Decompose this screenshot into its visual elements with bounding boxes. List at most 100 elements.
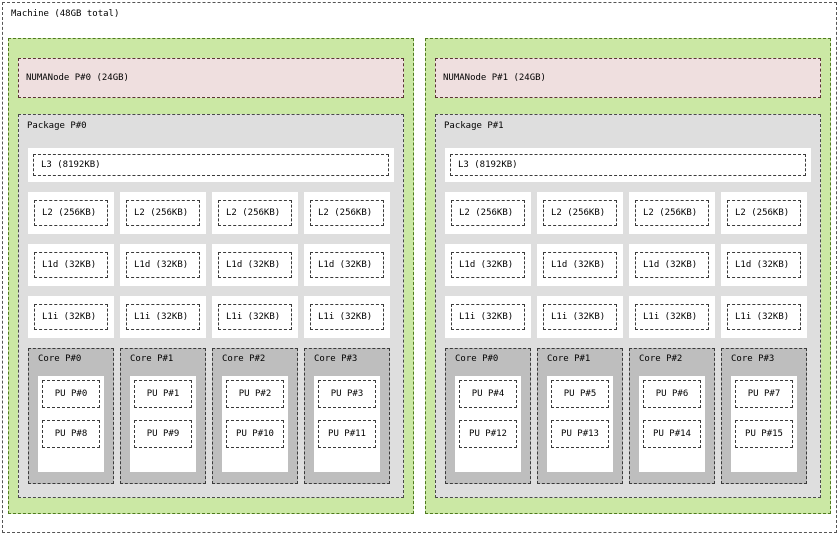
l1i-cache-plate-0-2[interactable] — [212, 296, 298, 338]
pu-plate-1-2[interactable] — [639, 376, 705, 472]
l1i-cache-label-0-0: L1i (32KB) — [42, 312, 97, 322]
l1i-cache-box-0-0[interactable]: L1i (32KB) — [34, 304, 108, 330]
l2-cache-box-0-2[interactable]: L2 (256KB) — [218, 200, 292, 226]
l2-cache-plate-1-1[interactable] — [537, 192, 623, 234]
l2-cache-box-0-1[interactable]: L2 (256KB) — [126, 200, 200, 226]
l1i-cache-box-0-2[interactable]: L1i (32KB) — [218, 304, 292, 330]
l2-cache-box-0-0[interactable]: L2 (256KB) — [34, 200, 108, 226]
l1d-cache-box-0-3[interactable]: L1d (32KB) — [310, 252, 384, 278]
pu-plate-0-2[interactable] — [222, 376, 288, 472]
l2-cache-plate-0-0[interactable] — [28, 192, 114, 234]
core-label-0-0: Core P#0 — [38, 354, 82, 364]
l3-cache-box-1[interactable]: L3 (8192KB) — [450, 154, 806, 176]
l1i-cache-box-1-1[interactable]: L1i (32KB) — [543, 304, 617, 330]
l1d-cache-plate-1-0[interactable] — [445, 244, 531, 286]
l2-cache-box-1-2[interactable]: L2 (256KB) — [635, 200, 709, 226]
l2-cache-label-1-0: L2 (256KB) — [459, 208, 514, 218]
l2-cache-box-1-1[interactable]: L2 (256KB) — [543, 200, 617, 226]
l1d-cache-plate-0-0[interactable] — [28, 244, 114, 286]
l1i-cache-box-1-0[interactable]: L1i (32KB) — [451, 304, 525, 330]
l2-cache-box-1-3[interactable]: L2 (256KB) — [727, 200, 801, 226]
l2-cache-label-0-2: L2 (256KB) — [226, 208, 281, 218]
l2-cache-plate-1-2[interactable] — [629, 192, 715, 234]
pu-box-0-1-0[interactable]: PU P#1 — [134, 380, 192, 408]
pu-box-1-1-0[interactable]: PU P#5 — [551, 380, 609, 408]
l2-cache-plate-0-1[interactable] — [120, 192, 206, 234]
numanode-label-0: NUMANode P#0 (24GB) — [26, 73, 129, 83]
l1i-cache-plate-0-3[interactable] — [304, 296, 390, 338]
l1d-cache-box-0-2[interactable]: L1d (32KB) — [218, 252, 292, 278]
l2-cache-label-1-3: L2 (256KB) — [735, 208, 790, 218]
l1d-cache-label-1-2: L1d (32KB) — [643, 260, 698, 270]
pu-box-0-2-1[interactable]: PU P#10 — [226, 420, 284, 448]
pu-box-1-3-1[interactable]: PU P#15 — [735, 420, 793, 448]
l1d-cache-plate-1-3[interactable] — [721, 244, 807, 286]
pu-box-0-0-0[interactable]: PU P#0 — [42, 380, 100, 408]
l1d-cache-plate-1-2[interactable] — [629, 244, 715, 286]
pu-label-0-0-0: PU P#0 — [54, 389, 88, 399]
pu-label-1-2-0: PU P#6 — [655, 389, 689, 399]
l1d-cache-box-1-3[interactable]: L1d (32KB) — [727, 252, 801, 278]
l1i-cache-plate-1-2[interactable] — [629, 296, 715, 338]
l1i-cache-plate-1-0[interactable] — [445, 296, 531, 338]
l1d-cache-box-1-2[interactable]: L1d (32KB) — [635, 252, 709, 278]
pu-plate-1-1[interactable] — [547, 376, 613, 472]
pu-box-1-2-1[interactable]: PU P#14 — [643, 420, 701, 448]
l1i-cache-plate-1-3[interactable] — [721, 296, 807, 338]
l1i-cache-plate-1-1[interactable] — [537, 296, 623, 338]
l1d-cache-plate-0-1[interactable] — [120, 244, 206, 286]
pu-label-1-3-0: PU P#7 — [747, 389, 781, 399]
l1d-cache-box-1-0[interactable]: L1d (32KB) — [451, 252, 525, 278]
pu-box-0-3-0[interactable]: PU P#3 — [318, 380, 376, 408]
l1i-cache-box-0-1[interactable]: L1i (32KB) — [126, 304, 200, 330]
l2-cache-plate-1-3[interactable] — [721, 192, 807, 234]
l1d-cache-label-0-0: L1d (32KB) — [42, 260, 97, 270]
l1i-cache-label-0-3: L1i (32KB) — [318, 312, 373, 322]
pu-plate-0-0[interactable] — [38, 376, 104, 472]
pu-box-1-3-0[interactable]: PU P#7 — [735, 380, 793, 408]
pu-box-1-0-0[interactable]: PU P#4 — [459, 380, 517, 408]
pu-box-1-0-1[interactable]: PU P#12 — [459, 420, 517, 448]
pu-box-1-1-1[interactable]: PU P#13 — [551, 420, 609, 448]
pu-plate-0-3[interactable] — [314, 376, 380, 472]
l1d-cache-box-0-0[interactable]: L1d (32KB) — [34, 252, 108, 278]
pu-plate-1-0[interactable] — [455, 376, 521, 472]
numanode-box-1[interactable]: NUMANode P#1 (24GB) — [435, 58, 821, 98]
l2-cache-label-1-1: L2 (256KB) — [551, 208, 606, 218]
l1d-cache-label-1-1: L1d (32KB) — [551, 260, 606, 270]
l2-cache-plate-0-2[interactable] — [212, 192, 298, 234]
pu-box-0-2-0[interactable]: PU P#2 — [226, 380, 284, 408]
l1i-cache-plate-0-0[interactable] — [28, 296, 114, 338]
l3-cache-plate-0[interactable] — [28, 148, 394, 182]
l2-cache-plate-1-0[interactable] — [445, 192, 531, 234]
pu-box-0-1-1[interactable]: PU P#9 — [134, 420, 192, 448]
l3-cache-label-0: L3 (8192KB) — [41, 160, 101, 170]
l1i-cache-plate-0-1[interactable] — [120, 296, 206, 338]
l1d-cache-plate-0-2[interactable] — [212, 244, 298, 286]
pu-box-0-0-1[interactable]: PU P#8 — [42, 420, 100, 448]
l2-cache-label-1-2: L2 (256KB) — [643, 208, 698, 218]
pu-box-0-3-1[interactable]: PU P#11 — [318, 420, 376, 448]
l1i-cache-box-1-2[interactable]: L1i (32KB) — [635, 304, 709, 330]
l1i-cache-box-0-3[interactable]: L1i (32KB) — [310, 304, 384, 330]
l2-cache-box-1-0[interactable]: L2 (256KB) — [451, 200, 525, 226]
pu-plate-0-1[interactable] — [130, 376, 196, 472]
pu-box-1-2-0[interactable]: PU P#6 — [643, 380, 701, 408]
l1i-cache-box-1-3[interactable]: L1i (32KB) — [727, 304, 801, 330]
l2-cache-plate-0-3[interactable] — [304, 192, 390, 234]
l1d-cache-box-1-1[interactable]: L1d (32KB) — [543, 252, 617, 278]
l3-cache-box-0[interactable]: L3 (8192KB) — [33, 154, 389, 176]
pu-label-1-0-0: PU P#4 — [471, 389, 505, 399]
l1d-cache-plate-0-3[interactable] — [304, 244, 390, 286]
l1d-cache-box-0-1[interactable]: L1d (32KB) — [126, 252, 200, 278]
l1d-cache-label-0-2: L1d (32KB) — [226, 260, 281, 270]
l3-cache-plate-1[interactable] — [445, 148, 811, 182]
pu-plate-1-3[interactable] — [731, 376, 797, 472]
l1d-cache-label-0-1: L1d (32KB) — [134, 260, 189, 270]
l1d-cache-plate-1-1[interactable] — [537, 244, 623, 286]
pu-label-1-0-1: PU P#12 — [469, 429, 507, 439]
l2-cache-box-0-3[interactable]: L2 (256KB) — [310, 200, 384, 226]
numanode-box-0[interactable]: NUMANode P#0 (24GB) — [18, 58, 404, 98]
l2-cache-label-0-0: L2 (256KB) — [42, 208, 97, 218]
